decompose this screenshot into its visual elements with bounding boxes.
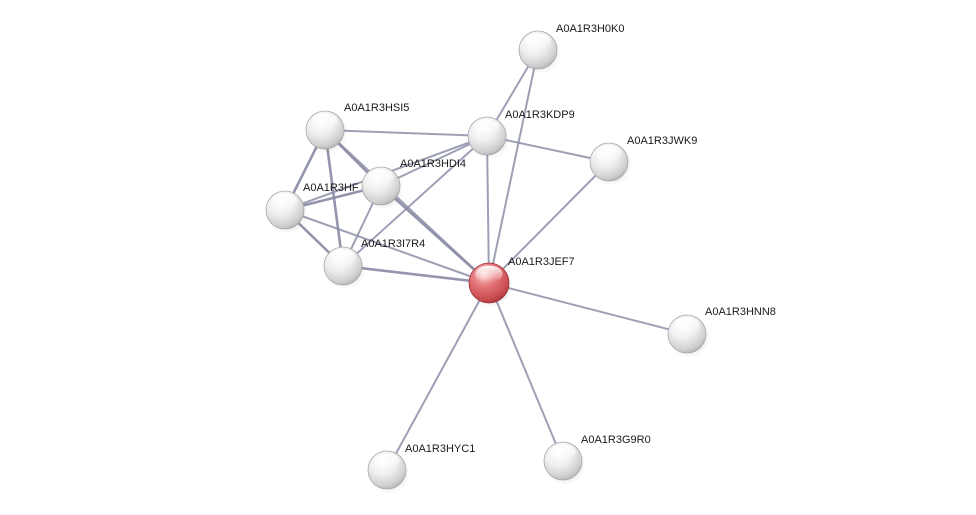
node-a0a1r3h0k0[interactable] [518, 30, 561, 74]
node-highlight [525, 33, 551, 50]
node-a0a1r3hyc1[interactable] [367, 450, 410, 494]
edge-a0a1r3kdp9-a0a1r3jef7 [486, 135, 490, 284]
node-label-a0a1r3g9r0: A0A1R3G9R0 [581, 434, 651, 446]
edge-a0a1r3h0k0-a0a1r3jef7 [488, 49, 539, 284]
node-highlight [674, 317, 700, 334]
node-a0a1r3hsi5[interactable] [305, 110, 348, 154]
edge-a0a1r3hf-a0a1r3jef7 [284, 209, 490, 284]
node-highlight [475, 265, 503, 283]
node-highlight [474, 119, 500, 136]
node-a0a1r3hf[interactable] [265, 190, 308, 234]
node-label-a0a1r3hyc1: A0A1R3HYC1 [405, 443, 475, 455]
node-label-a0a1r3jwk9: A0A1R3JWK9 [627, 135, 697, 147]
node-label-a0a1r3h0k0: A0A1R3H0K0 [556, 23, 625, 35]
node-a0a1r3g9r0[interactable] [543, 441, 586, 485]
edge-a0a1r3kdp9-a0a1r3hsi5 [324, 129, 488, 137]
node-highlight [550, 444, 576, 461]
node-highlight [374, 453, 400, 470]
node-label-a0a1r3hdi4: A0A1R3HDI4 [400, 158, 466, 170]
node-label-a0a1r3i7r4: A0A1R3I7R4 [361, 238, 425, 250]
node-label-a0a1r3jef7: A0A1R3JEF7 [508, 256, 575, 268]
node-label-a0a1r3kdp9: A0A1R3KDP9 [505, 109, 575, 121]
edge-a0a1r3i7r4-a0a1r3jef7 [341, 264, 491, 285]
edge-a0a1r3kdp9-a0a1r3i7r4 [342, 135, 488, 267]
node-a0a1r3hdi4[interactable] [361, 166, 404, 210]
node-a0a1r3jwk9[interactable] [589, 142, 632, 186]
node-highlight [330, 249, 356, 266]
node-highlight [368, 169, 394, 186]
edge-a0a1r3jef7-a0a1r3hnn8 [488, 282, 688, 335]
node-a0a1r3jef7[interactable] [468, 262, 513, 308]
edge-a0a1r3jef7-a0a1r3g9r0 [488, 282, 564, 462]
node-label-a0a1r3hf: A0A1R3HF [303, 182, 359, 194]
node-highlight [312, 113, 338, 130]
node-label-a0a1r3hsi5: A0A1R3HSI5 [344, 102, 409, 114]
edge-a0a1r3jwk9-a0a1r3jef7 [488, 161, 610, 284]
node-a0a1r3i7r4[interactable] [323, 246, 366, 290]
node-label-a0a1r3hnn8: A0A1R3HNN8 [705, 306, 776, 318]
node-a0a1r3hnn8[interactable] [667, 314, 710, 358]
node-a0a1r3kdp9[interactable] [467, 116, 510, 160]
node-highlight [596, 145, 622, 162]
edge-a0a1r3jef7-a0a1r3hyc1 [386, 282, 490, 471]
node-highlight [272, 193, 298, 210]
